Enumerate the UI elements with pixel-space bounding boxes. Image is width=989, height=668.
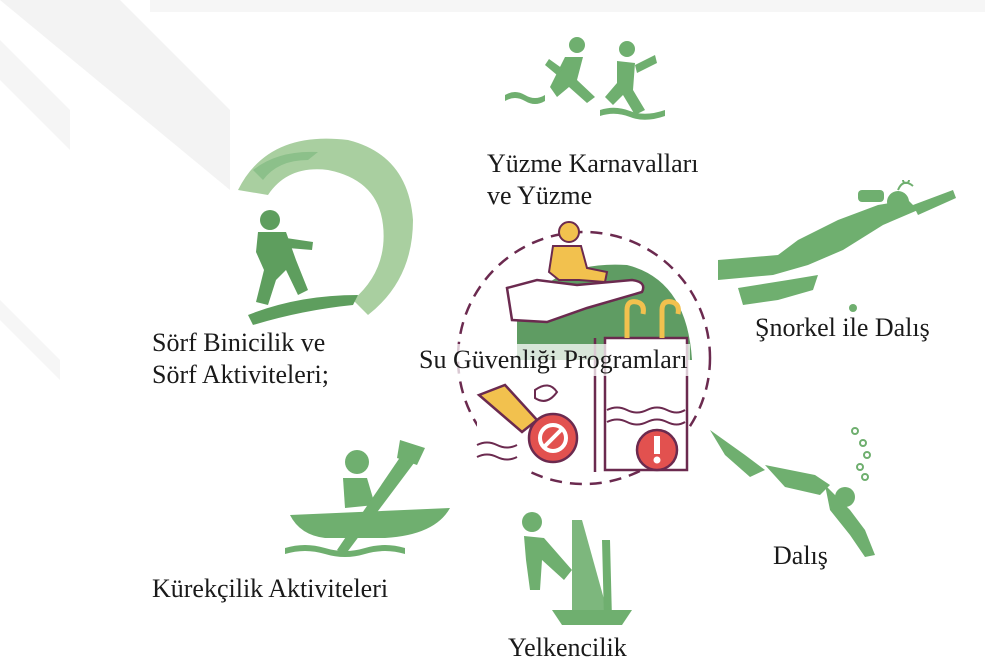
snorkel-diver-icon xyxy=(718,180,958,320)
label-sorf-line1: Sörf Binicilik ve xyxy=(152,327,329,359)
label-kurekcilik: Kürekçilik Aktiviteleri xyxy=(152,573,388,605)
label-yuzme-line1: Yüzme Karnavalları xyxy=(487,148,699,180)
windsurfer-icon xyxy=(512,510,642,640)
label-yelkencilik-line1: Yelkencilik xyxy=(508,632,627,664)
label-dalis-line1: Dalış xyxy=(773,540,828,572)
swimmers-icon xyxy=(505,35,675,135)
label-yuzme: Yüzme Karnavalları ve Yüzme xyxy=(487,148,699,212)
surfer-icon xyxy=(208,130,423,330)
center-label: Su Güvenliği Programları xyxy=(417,344,690,376)
label-snorkel: Şnorkel ile Dalış xyxy=(755,312,930,344)
label-dalis: Dalış xyxy=(773,540,828,572)
center-label-text: Su Güvenliği Programları xyxy=(419,345,688,374)
label-sorf: Sörf Binicilik ve Sörf Aktiviteleri; xyxy=(152,327,329,391)
label-kurekcilik-line1: Kürekçilik Aktiviteleri xyxy=(152,573,388,605)
label-sorf-line2: Sörf Aktiviteleri; xyxy=(152,359,329,391)
label-yuzme-line2: ve Yüzme xyxy=(487,180,699,212)
kayaker-icon xyxy=(285,440,455,570)
label-yelkencilik: Yelkencilik xyxy=(508,632,627,664)
label-snorkel-line1: Şnorkel ile Dalış xyxy=(755,312,930,344)
